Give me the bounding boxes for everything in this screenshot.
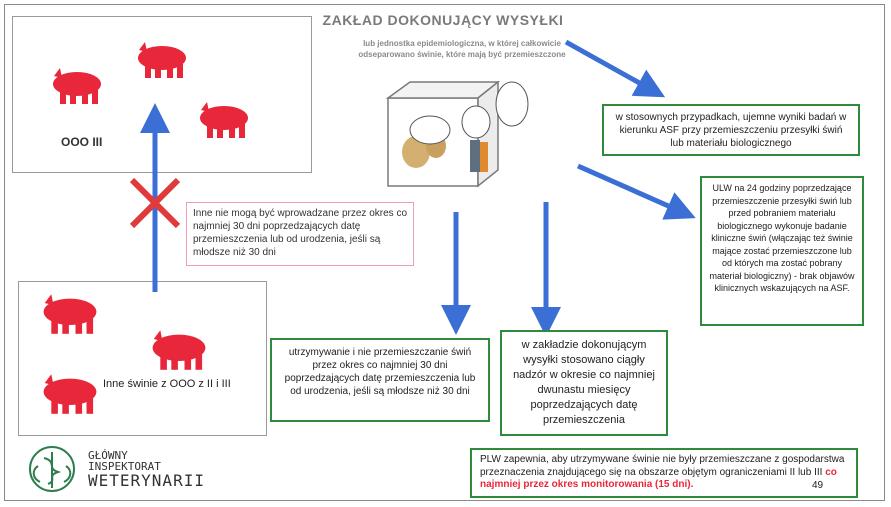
farm-top-label: OOO III (61, 135, 103, 149)
pig-icon (53, 68, 101, 104)
box-ulw-exam: ULW na 24 godziny poprzedzające przemies… (700, 176, 864, 326)
page-number: 49 (812, 480, 824, 491)
pig-icon (138, 42, 186, 78)
box-supervision: w zakładzie dokonującym wysyłki stosowan… (500, 330, 668, 436)
subtitle: lub jednostka epidemiologiczna, w której… (358, 39, 566, 59)
slide-frame (4, 4, 885, 501)
pig-icon (43, 294, 97, 334)
box-keeping: utrzymywanie i nie przemieszczanie świń … (270, 338, 490, 422)
truck-illustration (385, 80, 529, 188)
box-asf-results: w stosownych przypadkach, ujemne wyniki … (602, 104, 860, 156)
gi-wet-logo-icon (29, 446, 75, 492)
restriction-note: Inne nie mogą być wprowadzane przez okre… (186, 202, 414, 266)
pig-icon (152, 330, 206, 370)
arrow-to-ulw-exam (576, 163, 696, 220)
plw-text-red: co najmniej przez okres monitorowania (1… (480, 466, 837, 491)
pig-icon (200, 102, 248, 138)
farm-bottom-label: Inne świnie z OOO z II i III (103, 378, 231, 390)
logo-line1: GŁÓWNY (88, 449, 128, 462)
title: ZAKŁAD DOKONUJĄCY WYSYŁKI (322, 12, 564, 28)
arrow-to-asf-results (564, 39, 666, 98)
pig-icon (43, 374, 97, 414)
cross-icon (129, 177, 181, 229)
plw-text-main: PLW zapewnia, aby utrzymywane świnie nie… (480, 454, 845, 478)
logo-line2: INSPEKTORAT (88, 460, 161, 473)
logo-line3: WETERYNARII (88, 471, 205, 490)
box-plw: PLW zapewnia, aby utrzymywane świnie nie… (470, 448, 858, 498)
logo-text: GŁÓWNY INSPEKTORAT WETERYNARII (88, 450, 205, 490)
farm-bottom-panel: Inne świnie z OOO z II i III (18, 281, 267, 436)
